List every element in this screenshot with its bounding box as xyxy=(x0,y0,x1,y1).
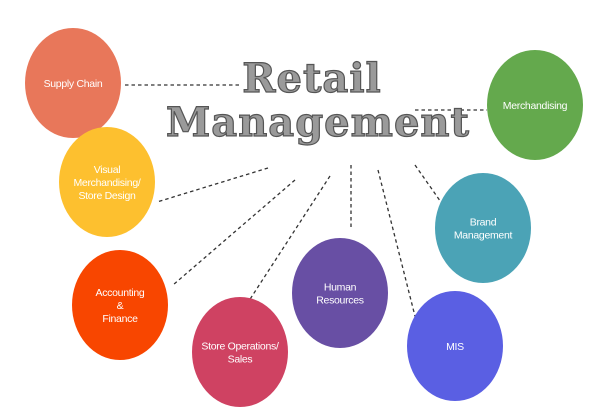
title-line-2: Management xyxy=(166,99,470,146)
node-label: MIS xyxy=(446,341,464,353)
node-circle xyxy=(435,173,531,283)
node-circle xyxy=(407,291,503,401)
node-label: Human xyxy=(324,282,357,294)
node-label: Sales xyxy=(228,354,253,366)
node-circle xyxy=(25,28,121,138)
node-label: Visual xyxy=(94,164,121,176)
node-label: Brand xyxy=(470,217,497,229)
node-label: Resources xyxy=(316,295,364,307)
node-label: Merchandising/ xyxy=(73,177,140,189)
node-circle xyxy=(59,127,155,237)
node-merchandising: Merchandising xyxy=(487,50,583,160)
node-supply-chain: Supply Chain xyxy=(25,28,121,138)
node-label: Management xyxy=(454,230,513,242)
connector-accounting-finance xyxy=(172,179,296,286)
title-line-1: Retail xyxy=(242,55,381,102)
node-accounting-finance: Accounting&Finance xyxy=(72,250,168,360)
node-label: Store Operations/ xyxy=(201,341,279,353)
node-circle xyxy=(487,50,583,160)
node-label: Finance xyxy=(102,313,138,325)
node-mis: MIS xyxy=(407,291,503,401)
node-label: Store Design xyxy=(78,190,136,202)
node-circle xyxy=(292,238,388,348)
node-store-operations: Store Operations/Sales xyxy=(192,297,288,407)
connector-mis xyxy=(377,169,419,329)
node-circle xyxy=(192,297,288,407)
node-circle xyxy=(72,250,168,360)
connector-store-operations xyxy=(242,175,331,311)
node-label: Merchandising xyxy=(503,100,568,112)
node-label: Accounting xyxy=(96,287,145,299)
node-label: Supply Chain xyxy=(44,78,103,90)
node-label: & xyxy=(117,300,124,312)
connector-visual-merchandising xyxy=(156,167,269,203)
